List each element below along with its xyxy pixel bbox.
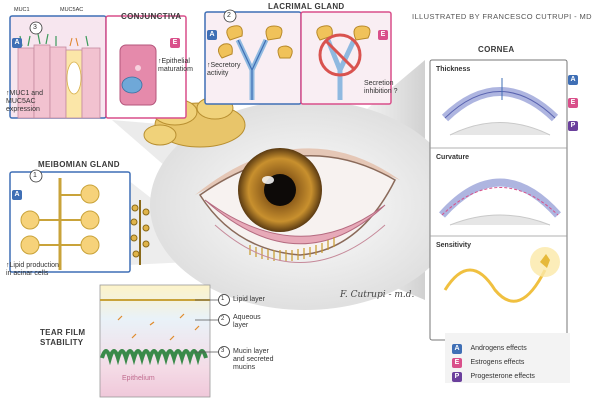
lacrimal-gland-title: LACRIMAL GLAND <box>268 2 345 11</box>
lacrimal-estrogen-effect-line1: Secretion <box>364 80 394 87</box>
legend-label-estrogen: Estrogens effects <box>470 359 525 366</box>
lacrimal-androgen-effect-line2: activity <box>207 70 229 77</box>
lacrimal-number: 2 <box>227 12 231 19</box>
muc5ac-label: MUC5AC <box>60 7 84 13</box>
legend-item-androgen: A Androgens effects <box>452 337 535 354</box>
conjunctiva-estrogen-effect-line1: ↑Epithelial <box>158 58 190 65</box>
conjunctiva-androgen-effect-line3: expression <box>6 106 40 113</box>
artist-signature: F. Cutrupi - m.d. <box>340 290 415 300</box>
cornea-curvature-label: Curvature <box>436 154 470 161</box>
tear-layer-2-label-line2: layer <box>233 322 249 329</box>
lacrimal-acini-androgen <box>218 25 293 100</box>
conjunctiva-estrogen-effect-line2: maturatiom <box>158 66 194 73</box>
tear-layer-1-label: Lipid layer <box>233 296 265 303</box>
conjunctiva-androgen-effect-line1: ↑MUC1 and <box>6 90 43 97</box>
meibomian-effect-line1: ↑Lipid production <box>6 262 59 269</box>
legend-badge-estrogen: E <box>452 358 462 368</box>
androgen-badge: A <box>568 75 578 85</box>
tear-film-title-line2: STABILITY <box>40 338 84 347</box>
tear-film-title-line1: TEAR FILM <box>40 328 86 337</box>
androgen-badge: A <box>12 38 22 48</box>
epithelium-label: Epithelium <box>122 375 155 382</box>
meibomian-gland-title: MEIBOMIAN GLAND <box>38 160 120 169</box>
legend-item-progesterone: P Progesterone effects <box>452 365 535 382</box>
tear-layer-3-number: 3 <box>221 348 225 354</box>
conjunctiva-androgen-effect-line2: MUC5AC <box>6 98 36 105</box>
cornea-title: CORNEA <box>478 45 515 54</box>
estrogen-badge: E <box>378 30 388 40</box>
lacrimal-androgen-effect-line1: ↑Secretory <box>207 62 241 69</box>
tear-layer-3-label-line2: and secreted <box>233 356 274 363</box>
legend-badge-progesterone: P <box>452 372 462 382</box>
meibomian-gland-drawing <box>20 178 100 270</box>
conjunctiva-title: CONJUNCTIVA <box>121 12 182 21</box>
cornea-thickness-label: Thickness <box>436 66 471 73</box>
legend-badge-androgen: A <box>452 344 462 354</box>
progesterone-badge: P <box>568 121 578 131</box>
androgen-badge: A <box>207 30 217 40</box>
meibomian-effect-line2: in acinar cells <box>6 270 49 277</box>
meibomian-number: 1 <box>33 172 37 179</box>
tear-layer-3-label-line1: Mucin layer <box>233 348 269 355</box>
muc1-label: MUC1 <box>14 7 30 13</box>
estrogen-badge: E <box>170 38 180 48</box>
tear-layer-2-number: 2 <box>221 316 225 322</box>
estrogen-badge: E <box>568 98 578 108</box>
legend-label-progesterone: Progesterone effects <box>470 373 535 380</box>
lacrimal-estrogen-effect-line2: inhibition ? <box>364 88 398 95</box>
tear-layer-2-label-line1: Aqueous <box>233 314 261 321</box>
androgen-badge: A <box>12 190 22 200</box>
conjunctiva-number: 3 <box>33 24 37 31</box>
tear-layer-3-label-line3: mucins <box>233 364 256 371</box>
illustrator-credit: ILLUSTRATED BY FRANCESCO CUTRUPI - MD <box>412 12 592 21</box>
legend-item-estrogen: E Estrogens effects <box>452 351 535 368</box>
cornea-sensitivity-label: Sensitivity <box>436 242 472 249</box>
legend: A Androgens effects E Estrogens effects … <box>452 337 535 382</box>
lacrimal-acini-estrogen <box>316 25 371 100</box>
legend-label-androgen: Androgens effects <box>470 345 527 352</box>
tear-layer-1-number: 1 <box>221 296 225 302</box>
